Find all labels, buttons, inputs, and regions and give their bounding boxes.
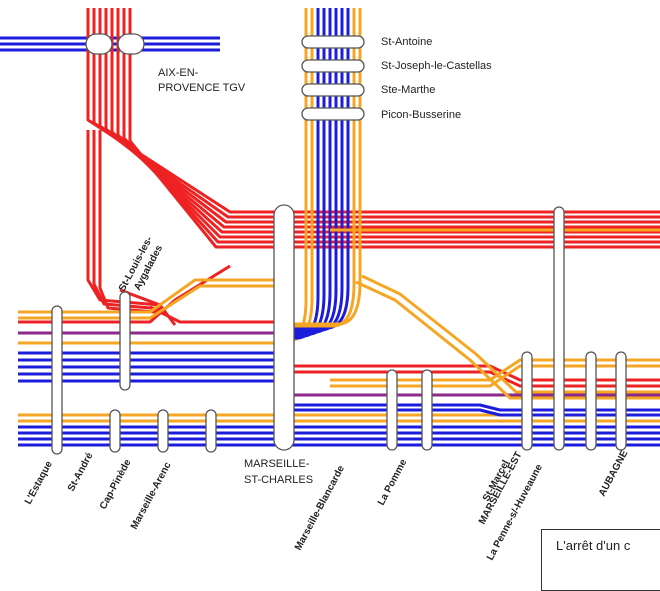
station-label-st-antoine[interactable]: St-Antoine	[381, 36, 432, 48]
north-line-6	[290, 8, 344, 332]
orange-west-1	[18, 278, 290, 314]
station-la-penne[interactable]	[585, 351, 597, 451]
station-marseille-est[interactable]	[553, 206, 565, 451]
legend-text: L'arrêt d'un c	[556, 538, 631, 553]
station-aubagne[interactable]	[615, 351, 627, 451]
station-st-louis[interactable]	[119, 291, 131, 391]
station-label-lestaque[interactable]: L'Estaque	[23, 459, 55, 506]
station-aix-tgv-b[interactable]	[117, 33, 145, 55]
station-arenc[interactable]	[205, 409, 217, 453]
north-line-9	[290, 8, 362, 326]
station-label-arenc[interactable]: Marseille-Arenc	[129, 460, 174, 531]
station-label-aubagne[interactable]: AUBAGNE	[597, 448, 631, 498]
station-picon[interactable]	[301, 107, 365, 121]
blue-east-1	[290, 403, 660, 412]
station-label-picon[interactable]: Picon-Busserine	[381, 109, 461, 121]
station-label-ste-marthe[interactable]: Ste-Marthe	[381, 84, 435, 96]
rail-lines	[0, 8, 660, 447]
red-line-aix-east-7	[128, 8, 660, 249]
station-label-aix-tgv-1[interactable]: AIX-EN-	[158, 67, 199, 79]
station-label-st-charles-2[interactable]: ST-CHARLES	[244, 474, 313, 486]
legend-box: L'arrêt d'un c	[541, 529, 660, 591]
station-blancarde[interactable]	[386, 369, 398, 451]
red-line-aix-estaque-1	[92, 130, 164, 311]
station-st-marcel[interactable]	[521, 351, 533, 451]
station-label-la-pomme[interactable]: La Pomme	[376, 457, 410, 507]
orange-west-2	[18, 284, 290, 320]
station-cap-pinede[interactable]	[157, 409, 169, 453]
red-line-aix-east-3	[104, 8, 660, 229]
station-st-andre[interactable]	[109, 409, 121, 453]
north-line-8	[290, 8, 356, 328]
station-label-st-charles-1[interactable]: MARSEILLE-	[244, 458, 310, 470]
red-line-aix-east-1	[92, 8, 660, 219]
blue-east-2	[290, 408, 660, 417]
station-la-pomme[interactable]	[421, 369, 433, 451]
north-line-7	[290, 8, 350, 330]
station-st-charles[interactable]	[273, 204, 295, 451]
station-label-aix-tgv-2[interactable]: PROVENCE TGV	[158, 82, 246, 94]
station-lestaque[interactable]	[51, 305, 63, 455]
station-st-joseph[interactable]	[301, 59, 365, 73]
red-line-aix-east-0	[86, 8, 660, 214]
station-st-antoine[interactable]	[301, 35, 365, 49]
station-aix-tgv-a[interactable]	[85, 33, 113, 55]
red-line-aix-east-2	[98, 8, 660, 224]
station-ste-marthe[interactable]	[301, 83, 365, 97]
north-line-5	[290, 8, 338, 334]
station-label-st-joseph[interactable]: St-Joseph-le-Castellas	[381, 60, 492, 72]
station-markers	[51, 33, 627, 455]
station-label-cap-pinede[interactable]: Cap-Pinède	[98, 457, 134, 511]
rail-network-map: AIX-EN- PROVENCE TGV St-Antoine St-Josep…	[0, 8, 660, 562]
station-label-st-andre[interactable]: St-André	[66, 451, 96, 494]
